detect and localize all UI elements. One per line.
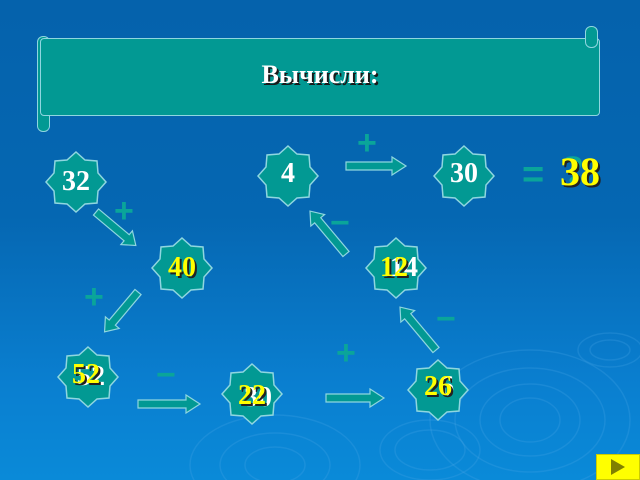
- sign-minus: −: [330, 204, 350, 242]
- star-answer: 52: [72, 359, 100, 390]
- eight-point-star-icon: [44, 150, 108, 214]
- play-triangle-icon: [611, 459, 625, 475]
- sign-plus: +: [84, 278, 104, 316]
- star-value: 4: [281, 158, 295, 189]
- star-start[interactable]: 32: [44, 150, 108, 214]
- sign-plus: +: [114, 192, 134, 230]
- eight-point-star-icon: [256, 144, 320, 208]
- star-top-mid[interactable]: 4: [256, 144, 320, 208]
- sign-equals: =: [522, 154, 545, 196]
- banner-scroll-right-curl: [585, 26, 598, 48]
- arrow-midleft-to-bottomleft-icon: [103, 288, 142, 333]
- star-mid-right[interactable]: 14 12: [364, 236, 428, 300]
- eight-point-star-icon: [56, 345, 120, 409]
- star-answer: 22: [238, 380, 266, 411]
- star-value: 14: [390, 252, 418, 283]
- sign-plus: +: [336, 334, 356, 372]
- star-bottom-left[interactable]: 52 52: [56, 345, 120, 409]
- sign-minus: −: [436, 300, 456, 338]
- arrow-topmid-to-topright-icon: [345, 155, 408, 177]
- result-question: ?: [564, 147, 584, 192]
- star-value: 30: [244, 382, 272, 413]
- star-mid-left[interactable]: 40: [150, 236, 214, 300]
- star-top-right[interactable]: 30: [432, 144, 496, 208]
- star-value: 30: [450, 158, 478, 189]
- arrow-midright-to-topmid-icon: [309, 210, 350, 258]
- star-value: 52: [77, 361, 105, 392]
- result-answer[interactable]: 38: [560, 149, 600, 194]
- star-answer: 40: [168, 252, 196, 283]
- page-title: Вычисли:: [261, 60, 379, 89]
- sign-minus: −: [156, 356, 176, 394]
- star-answer: 12: [380, 252, 408, 283]
- eight-point-star-icon: [406, 358, 470, 422]
- arrow-bottomleft-to-bottommid-icon: [137, 393, 202, 415]
- star-bottom-right[interactable]: 6 26: [406, 358, 470, 422]
- sign-plus: +: [357, 124, 377, 162]
- star-value: 32: [62, 166, 90, 197]
- arrow-bottommid-to-bottomright-icon: [325, 387, 386, 409]
- star-bottom-mid[interactable]: 30 22: [220, 362, 284, 426]
- star-answer: 26: [424, 371, 452, 402]
- eight-point-star-icon: [220, 362, 284, 426]
- eight-point-star-icon: [364, 236, 428, 300]
- arrow-start-to-midleft-icon: [92, 208, 137, 247]
- next-slide-button[interactable]: [596, 454, 640, 480]
- star-value: 6: [440, 371, 454, 402]
- eight-point-star-icon: [432, 144, 496, 208]
- title-banner: [40, 38, 600, 116]
- eight-point-star-icon: [150, 236, 214, 300]
- arrow-bottomright-to-midright-icon: [399, 306, 440, 354]
